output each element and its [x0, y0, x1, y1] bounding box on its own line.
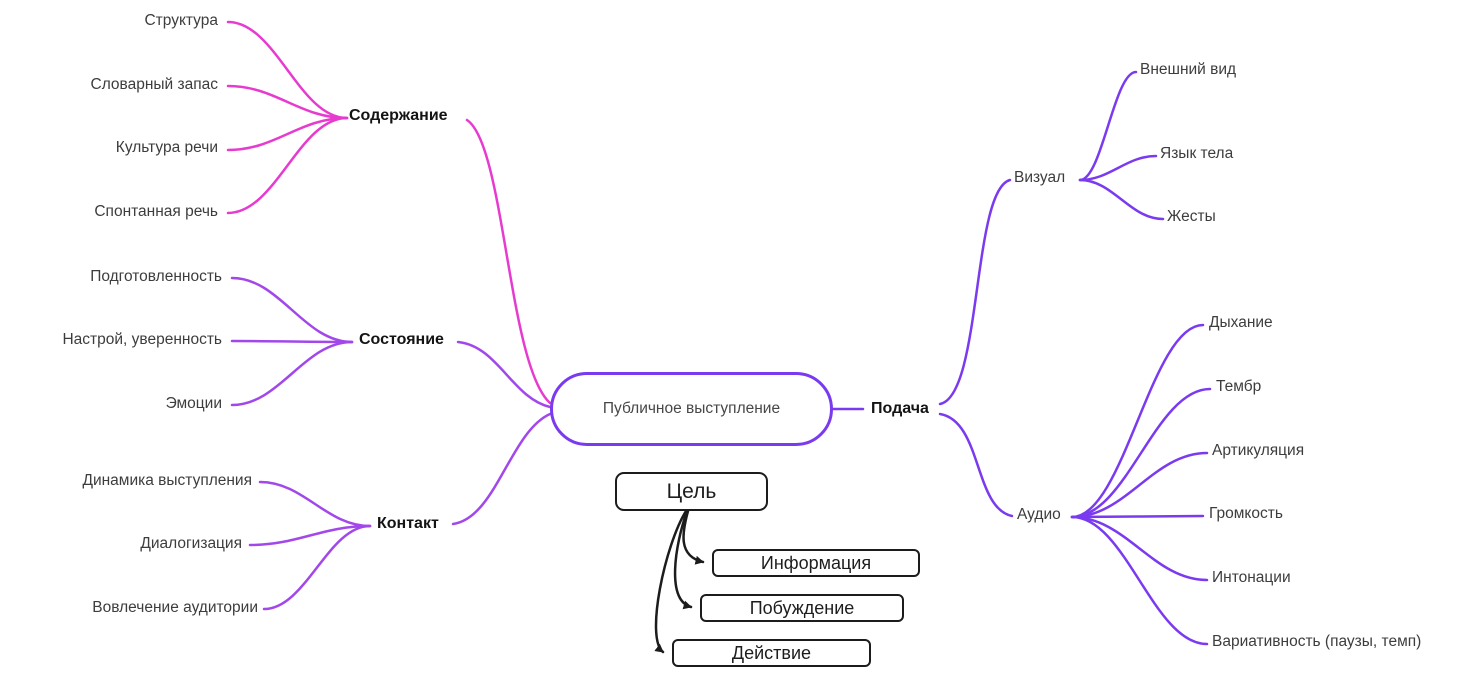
node-dykhanie[interactable]: Дыхание — [1209, 314, 1273, 331]
node-yazyk-tela[interactable]: Язык тела — [1160, 145, 1234, 162]
node-spontannaya-rech[interactable]: Спонтанная речь — [94, 203, 218, 220]
central-topic[interactable]: Публичное выступление — [550, 372, 833, 446]
node-variativnost[interactable]: Вариативность (паузы, темп) — [1212, 633, 1422, 650]
edge-vizual-yazyk-tela — [1078, 154, 1158, 182]
node-vneshniy-vid[interactable]: Внешний вид — [1140, 61, 1237, 78]
node-zhesty[interactable]: Жесты — [1167, 208, 1216, 225]
edge-sostoyanie-emotsii — [230, 340, 354, 407]
node-struktura[interactable]: Структура — [144, 12, 218, 29]
node-dialogizatsiya[interactable]: Диалогизация — [140, 535, 242, 552]
node-kultura-rechi[interactable]: Культура речи — [115, 139, 218, 156]
edge-audio-variativnost — [1070, 515, 1209, 646]
node-podgotovlennost[interactable]: Подготовленность — [90, 268, 222, 285]
node-tsel[interactable]: Цель — [615, 472, 768, 511]
node-pobuzhdenie[interactable]: Побуждение — [700, 594, 904, 622]
edge-podacha-audio — [938, 412, 1014, 518]
edge-tsel-informatsiya — [682, 509, 705, 565]
edge-audio-gromkost — [1070, 514, 1205, 519]
node-kontakt[interactable]: Контакт — [377, 515, 439, 532]
edge-sostoyanie-nastroy — [230, 339, 354, 344]
node-dinamika-vystupleniya[interactable]: Динамика выступления — [82, 472, 252, 489]
node-soderzhanie[interactable]: Содержание — [349, 107, 448, 124]
edge-podacha-vizual — [938, 178, 1012, 406]
edge-kontakt-dialogizatsiya — [248, 524, 372, 547]
node-deystvie[interactable]: Действие — [672, 639, 871, 667]
edge-center-soderzhanie — [465, 118, 552, 405]
node-tsel-label: Цель — [666, 479, 717, 503]
edge-vizual-vneshniy-vid — [1078, 70, 1138, 182]
edge-sostoyanie-podgotovlennost — [230, 276, 354, 344]
edge-center-sostoyanie — [456, 340, 552, 409]
node-pobuzhdenie-label: Побуждение — [749, 597, 855, 618]
node-slovarny-zapas[interactable]: Словарный запас — [90, 76, 219, 93]
edge-audio-intonatsii — [1070, 515, 1209, 582]
edge-soderzhanie-slovarny-zapas — [226, 84, 349, 120]
node-artikulyatsiya[interactable]: Артикуляция — [1212, 442, 1305, 459]
edge-soderzhanie-struktura — [226, 20, 349, 120]
edge-soderzhanie-spontannaya-rech — [226, 116, 349, 215]
node-podacha[interactable]: Подача — [871, 400, 929, 417]
edge-tsel-deystvie — [654, 509, 688, 654]
edge-audio-dykhanie — [1070, 323, 1205, 519]
edge-vizual-zhesty — [1078, 178, 1165, 221]
central-topic-label: Публичное выступление — [602, 400, 781, 417]
edge-center-kontakt — [451, 412, 552, 526]
edge-soderzhanie-kultura-rechi — [226, 116, 349, 152]
node-deystvie-label: Действие — [731, 642, 812, 663]
node-gromkost[interactable]: Громкость — [1209, 505, 1283, 522]
edge-audio-artikulyatsiya — [1070, 451, 1209, 519]
node-intonatsii[interactable]: Интонации — [1212, 569, 1291, 586]
node-sostoyanie[interactable]: Состояние — [359, 331, 444, 348]
node-nastroy-uverennost[interactable]: Настрой, уверенность — [62, 331, 222, 348]
edge-kontakt-dinamika — [258, 480, 372, 528]
node-vizual[interactable]: Визуал — [1014, 169, 1066, 186]
edge-audio-tembr — [1070, 387, 1212, 519]
edge-kontakt-vovlechenie — [262, 524, 372, 611]
node-informatsiya-label: Информация — [760, 552, 872, 573]
node-emotsii[interactable]: Эмоции — [165, 395, 222, 412]
node-tembr[interactable]: Тембр — [1216, 378, 1262, 395]
node-audio[interactable]: Аудио — [1017, 506, 1061, 523]
node-vovlechenie-auditorii[interactable]: Вовлечение аудитории — [92, 599, 258, 616]
node-informatsiya[interactable]: Информация — [712, 549, 920, 577]
edge-tsel-pobuzhdenie — [673, 509, 693, 610]
